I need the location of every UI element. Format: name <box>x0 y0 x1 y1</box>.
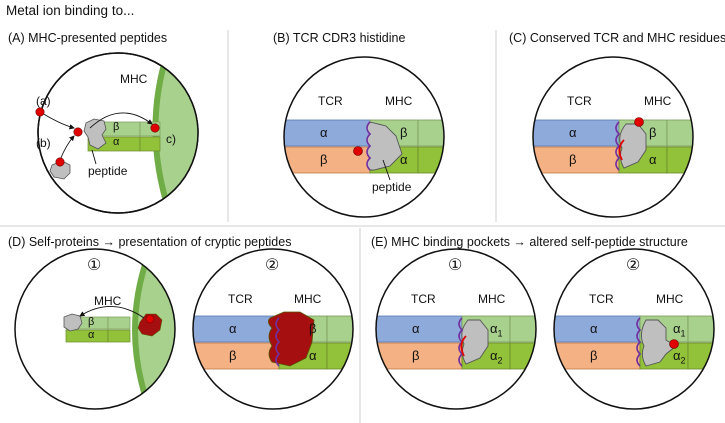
panel-e2-tcr-label: TCR <box>589 292 614 306</box>
panel-dividers <box>0 30 725 423</box>
panel-b-tcr-beta-label: β <box>320 152 328 167</box>
panel-e-step2-marker: ② <box>626 257 641 274</box>
panel-e2-mhc-label: MHC <box>656 292 684 306</box>
panel-e1-tcr-label: TCR <box>411 292 436 306</box>
panel-c-mhc-alpha-label: α <box>649 152 657 167</box>
panel-b-mhc-alpha-label: α <box>400 152 408 167</box>
panel-c-mhc-beta-label: β <box>649 125 657 140</box>
panel-e2-diagram <box>553 248 715 410</box>
panel-a-site-b-label: (b) <box>36 136 51 150</box>
panel-e1-tcr-beta-label: β <box>412 348 420 363</box>
panel-c-diagram <box>532 56 694 218</box>
panel-e1-tcr-alpha-label: α <box>412 321 420 336</box>
panel-c-mhc-label: MHC <box>644 94 672 108</box>
panel-e1-mhc-alpha1-label: α1 <box>490 321 503 339</box>
panel-a-site-c-label: c) <box>166 132 176 146</box>
panel-e1-mhc-label: MHC <box>478 292 506 306</box>
panel-d2-mhc-beta-label: β <box>309 321 317 336</box>
panel-c-tcr-beta-label: β <box>569 152 577 167</box>
panel-b-tcr-alpha-label: α <box>320 125 328 140</box>
panel-e1-diagram <box>375 248 537 410</box>
panel-b-tcr-label: TCR <box>318 94 343 108</box>
panel-d2-mhc-alpha-label: α <box>309 348 317 363</box>
panel-d2-tcr-label: TCR <box>228 292 253 306</box>
panel-d1-alpha-label: α <box>88 329 95 341</box>
panel-b-diagram <box>283 56 445 218</box>
panel-d-step1-marker: ① <box>87 257 102 274</box>
panel-e2-tcr-beta-label: β <box>590 348 598 363</box>
panel-d-step2-marker: ② <box>265 257 280 274</box>
panel-b-mhc-beta-label: β <box>400 125 408 140</box>
panel-e-step1-marker: ① <box>448 257 463 274</box>
panel-d2-diagram <box>192 248 354 410</box>
panel-d-label: (D) Self-proteins → presentation of cryp… <box>8 235 292 249</box>
panel-e-label: (E) MHC binding pockets → altered self-p… <box>371 235 688 249</box>
panel-d2-tcr-alpha-label: α <box>229 321 237 336</box>
panel-a-peptide-label: peptide <box>88 164 128 178</box>
panel-b-peptide-label: peptide <box>372 180 412 194</box>
panel-e2-mhc-alpha2-label: α2 <box>673 348 686 366</box>
panel-a-alpha-label: α <box>113 136 120 148</box>
panel-a-mhc-label: MHC <box>120 72 148 86</box>
panel-a-label: (A) MHC-presented peptides <box>8 31 168 45</box>
panel-d-mhc-label: MHC <box>94 294 122 308</box>
figure-title: Metal ion binding to... <box>6 3 135 18</box>
panel-c-tcr-label: TCR <box>567 94 592 108</box>
panel-b-label: (B) TCR CDR3 histidine <box>273 31 406 45</box>
panel-e2-mhc-alpha1-label: α1 <box>673 321 686 339</box>
panel-e2-tcr-alpha-label: α <box>590 321 598 336</box>
panel-c-label: (C) Conserved TCR and MHC residues <box>509 31 725 45</box>
panel-c-tcr-alpha-label: α <box>569 125 577 140</box>
panel-b-mhc-label: MHC <box>385 94 413 108</box>
panel-a-beta-label: β <box>113 121 120 133</box>
panel-d1-beta-label: β <box>88 316 95 328</box>
panel-d2-tcr-beta-label: β <box>229 348 237 363</box>
panel-e1-mhc-alpha2-label: α2 <box>490 348 503 366</box>
panel-d2-mhc-label: MHC <box>294 292 322 306</box>
panel-a-site-a-label: (a) <box>36 94 51 108</box>
